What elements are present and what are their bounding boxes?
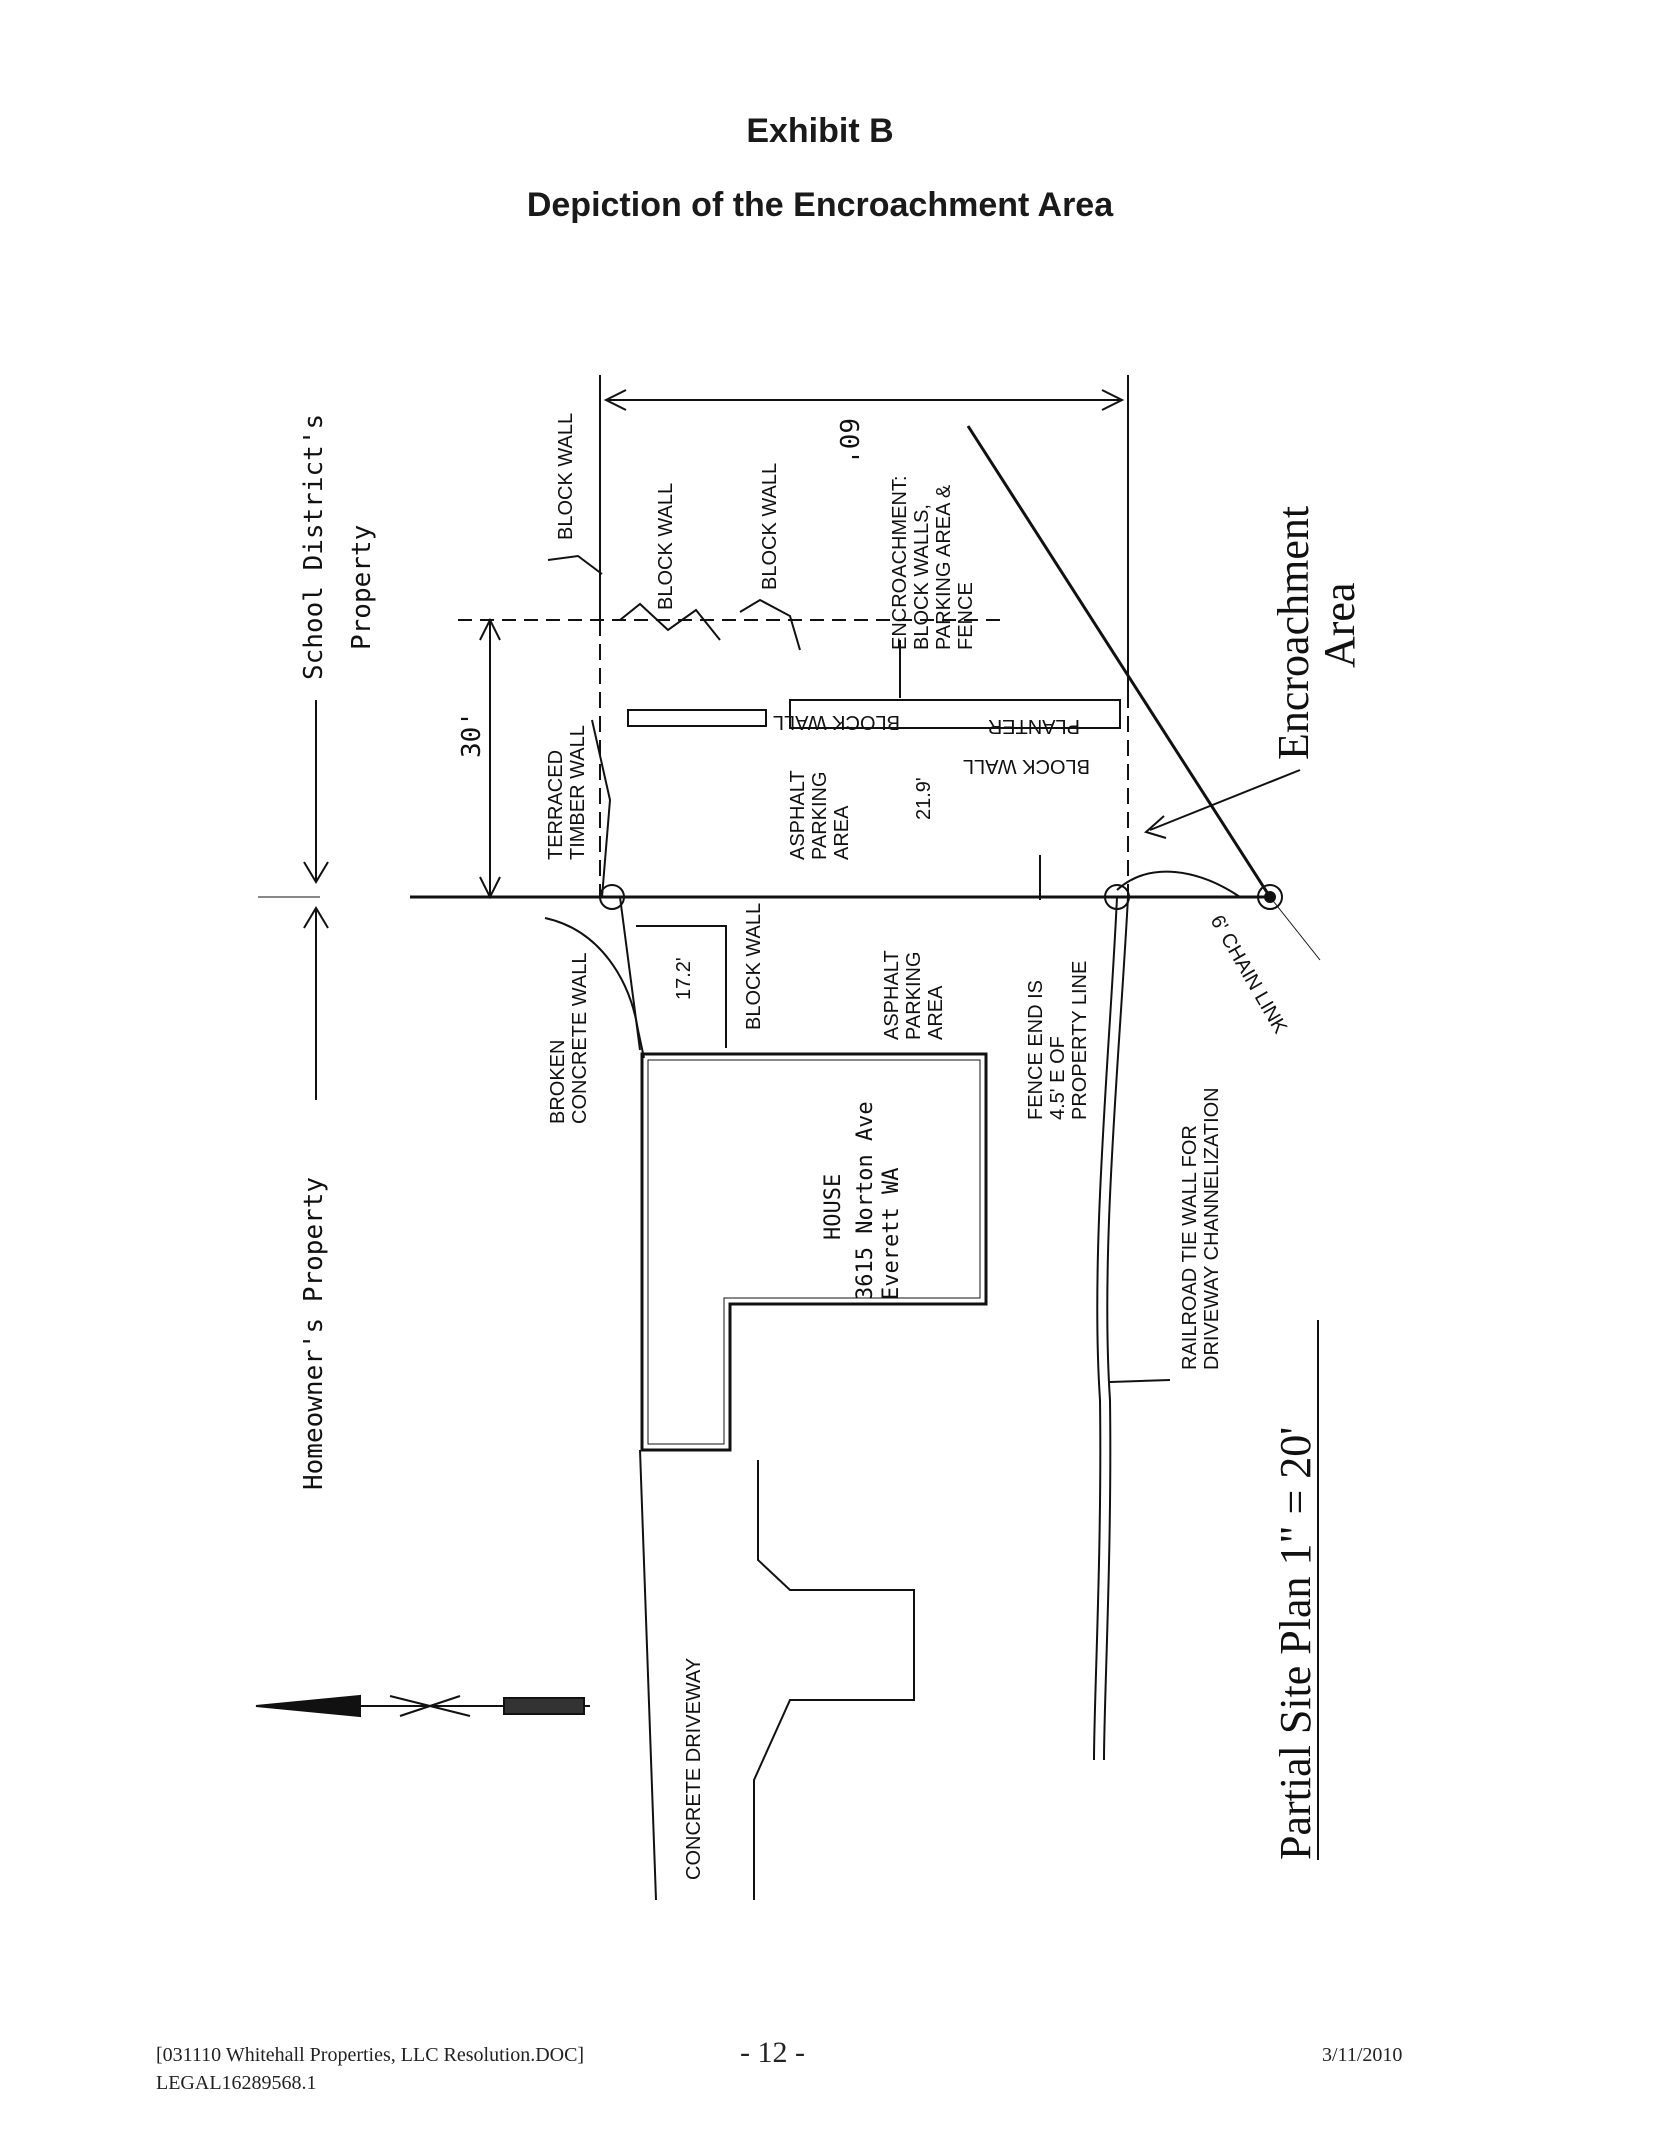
dim-30-label: 30' — [457, 711, 487, 758]
railroad-label-1: RAILROAD TIE WALL FOR — [1179, 1125, 1201, 1370]
dim-21-label: 21.9' — [913, 777, 935, 820]
school-district-label: School District's — [299, 414, 329, 680]
block-wall-label-5: BLOCK WALL — [963, 755, 1090, 777]
footer-filename: [031110 Whitehall Properties, LLC Resolu… — [156, 2044, 585, 2066]
concrete-driveway — [639, 1449, 657, 1901]
fence-end-label-2: 4.5' E OF — [1047, 1036, 1069, 1120]
terraced-label-1: TERRACED — [545, 750, 567, 860]
planter-label: PLANTER — [988, 715, 1080, 737]
asphalt-label-a2: PARKING — [809, 771, 831, 860]
encroach-label-4: FENCE — [955, 582, 977, 650]
block-wall-label-2: BLOCK WALL — [655, 483, 677, 610]
terraced-label-2: TIMBER WALL — [567, 725, 589, 860]
chain-link-label: 6' CHAIN LINK — [1206, 912, 1292, 1039]
exhibit-title: Exhibit B — [746, 112, 894, 150]
planter — [789, 699, 1121, 729]
asphalt-label-a1: ASPHALT — [787, 770, 809, 860]
block-wall-label-6: BLOCK WALL — [743, 903, 765, 1030]
exhibit-subtitle: Depiction of the Encroachment Area — [526, 186, 1114, 224]
asphalt-label-b3: AREA — [925, 985, 947, 1040]
asphalt-label-b1: ASPHALT — [881, 950, 903, 1040]
dim-60-label: 60' — [833, 418, 863, 465]
footer-page-number: - 12 - — [740, 2036, 805, 2069]
block-wall-label-1: BLOCK WALL — [555, 413, 577, 540]
block-wall-label-3: BLOCK WALL — [759, 463, 781, 590]
address-line-2: Everett WA — [879, 1168, 904, 1300]
dim-17-label: 17.2' — [673, 957, 695, 1000]
encroach-label-1: ENCROACHMENT: — [889, 476, 911, 650]
broken-label-1: BROKEN — [547, 1040, 569, 1124]
footer-legal-id: LEGAL16289568.1 — [156, 2072, 317, 2094]
chain-link-line — [966, 425, 1272, 898]
address-line-1: 3615 Norton Ave — [853, 1101, 878, 1300]
block-wall-label-4: BLOCK WALL — [773, 711, 900, 733]
encroachment-area-label-2: Area — [1315, 583, 1364, 669]
encroach-label-2: BLOCK WALLS, — [911, 504, 933, 650]
house-label: HOUSE — [821, 1174, 846, 1240]
fence-end-label-1: FENCE END IS — [1025, 980, 1047, 1120]
site-plan-title: Partial Site Plan 1" = 20' — [1271, 1427, 1320, 1860]
encroachment-area-label-1: Encroachment — [1269, 506, 1318, 760]
fence-end-label-3: PROPERTY LINE — [1069, 961, 1091, 1120]
broken-label-2: CONCRETE WALL — [569, 952, 591, 1124]
school-property-label: Property — [347, 525, 377, 650]
asphalt-label-a3: AREA — [831, 805, 853, 860]
house-outline — [640, 1052, 988, 1452]
asphalt-label-b2: PARKING — [903, 951, 925, 1040]
encroach-label-3: PARKING AREA & — [933, 484, 955, 650]
homeowner-property-label: Homeowner's Property — [299, 1177, 329, 1490]
railroad-label-2: DRIVEWAY CHANNELIZATION — [1201, 1087, 1223, 1370]
concrete-driveway-label: CONCRETE DRIVEWAY — [683, 1658, 705, 1880]
footer-date: 3/11/2010 — [1322, 2044, 1403, 2066]
